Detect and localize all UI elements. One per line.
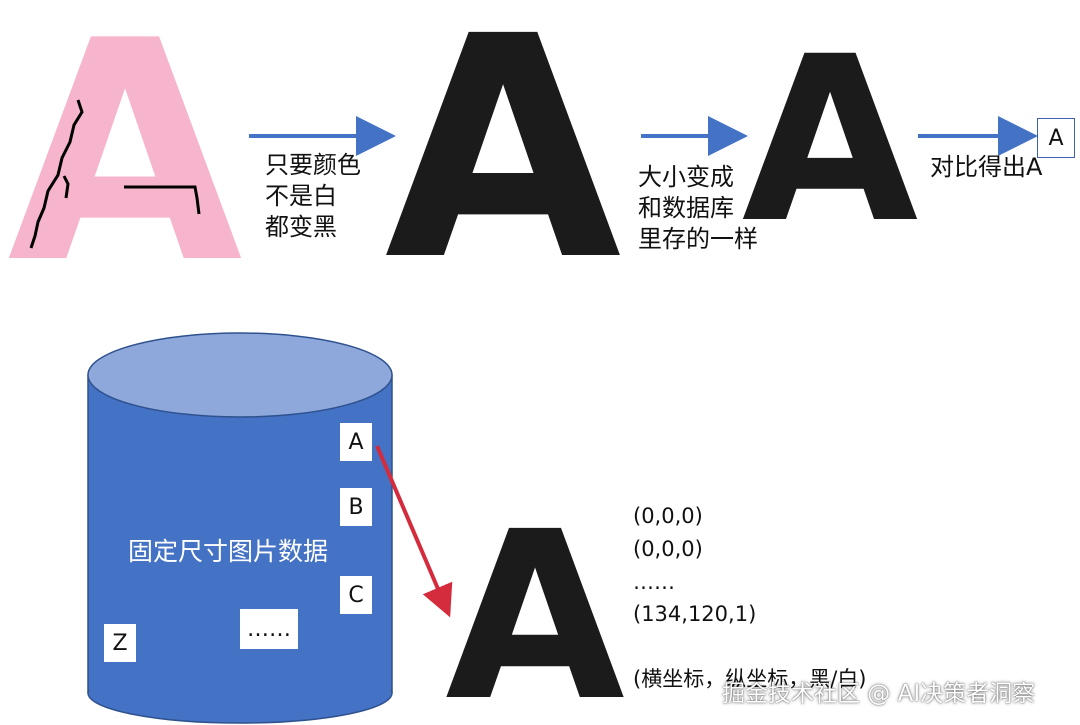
- black-letter-large: A: [385, 0, 624, 328]
- db-label-c: C: [340, 576, 372, 614]
- step1-caption: 只要颜色 不是白 都变黑: [265, 151, 361, 241]
- pixel-value-ellipsis: ……: [633, 570, 675, 594]
- watermark: 掘金技术社区 @ AI决策者洞察: [722, 681, 1036, 707]
- red-arrow: [375, 445, 453, 618]
- db-label-b: B: [340, 488, 372, 526]
- result-box: A: [1037, 118, 1075, 158]
- db-label-more: ……: [240, 609, 298, 649]
- database-title: 固定尺寸图片数据: [128, 537, 329, 566]
- output-letter-a: A: [445, 482, 625, 725]
- noise-strokes: [29, 99, 201, 249]
- pixel-value-4: (134,120,1): [633, 602, 757, 626]
- pixel-value-1: (0,0,0): [633, 504, 703, 528]
- step2-caption: 大小变成 和数据库 里存的一样: [638, 163, 758, 253]
- pixel-value-legend: (横坐标，纵坐标，黑/白): [633, 667, 867, 691]
- black-letter-resized: A: [742, 7, 918, 273]
- pink-letter-a: A: [7, 0, 245, 330]
- db-label-a: A: [340, 423, 372, 461]
- step3-caption: 对比得出A: [930, 153, 1043, 181]
- pixel-value-2: (0,0,0): [633, 537, 703, 561]
- database-cylinder: [87, 332, 393, 724]
- db-label-z: Z: [104, 624, 136, 662]
